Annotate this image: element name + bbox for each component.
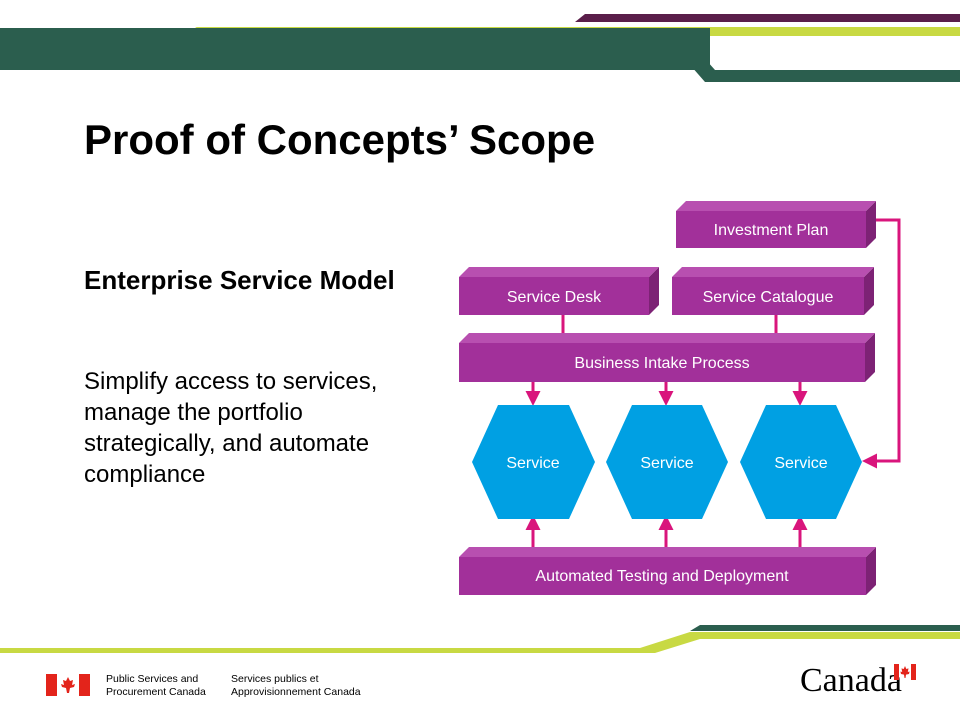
slide-title: Proof of Concepts’ Scope: [84, 116, 596, 163]
automated-testing-label: Automated Testing and Deployment: [535, 568, 789, 585]
service-catalogue-label: Service Catalogue: [703, 289, 834, 306]
footer-bands: [0, 625, 960, 653]
footer-green-band: [690, 625, 960, 631]
service-label-2: Service: [640, 455, 693, 472]
service-hexagon-2: Service: [606, 405, 728, 519]
service-catalogue-box: Service Catalogue: [672, 267, 874, 315]
business-intake-label: Business Intake Process: [574, 355, 749, 372]
investment-plan-label: Investment Plan: [714, 222, 829, 239]
wordmark-flag-icon: [894, 664, 916, 680]
arrow-investment-service-3: [862, 218, 901, 469]
canada-flag-icon: [46, 674, 90, 696]
dept-en-line-1: Public Services and: [106, 673, 199, 685]
department-name-fr: Services publics et Approvisionnement Ca…: [231, 673, 361, 699]
service-label-1: Service: [506, 455, 559, 472]
service-label-3: Service: [774, 455, 827, 472]
footer-lime-band: [0, 632, 960, 653]
dept-en-line-2: Procurement Canada: [106, 686, 206, 698]
dept-fr-line-1: Services publics et: [231, 673, 319, 685]
automated-testing-box: Automated Testing and Deployment: [459, 547, 876, 595]
investment-plan-box: Investment Plan: [676, 201, 876, 248]
header-plum-band: [575, 14, 960, 22]
service-desk-box: Service Desk: [459, 267, 659, 315]
service-hexagon-1: Service: [472, 405, 595, 519]
dept-fr-line-2: Approvisionnement Canada: [231, 686, 361, 698]
service-hexagon-3: Service: [740, 405, 862, 519]
section-body: Simplify access to services, manage the …: [84, 368, 378, 488]
header-green-bar: [0, 28, 710, 70]
header-bands: [0, 14, 960, 82]
service-model-diagram: Investment Plan Service Desk Service Cat…: [459, 201, 901, 595]
department-name-en: Public Services and Procurement Canada: [106, 673, 206, 699]
service-desk-label: Service Desk: [507, 289, 602, 306]
canada-wordmark: Canada: [800, 662, 902, 699]
business-intake-box: Business Intake Process: [459, 333, 875, 382]
section-heading: Enterprise Service Model: [84, 265, 395, 295]
